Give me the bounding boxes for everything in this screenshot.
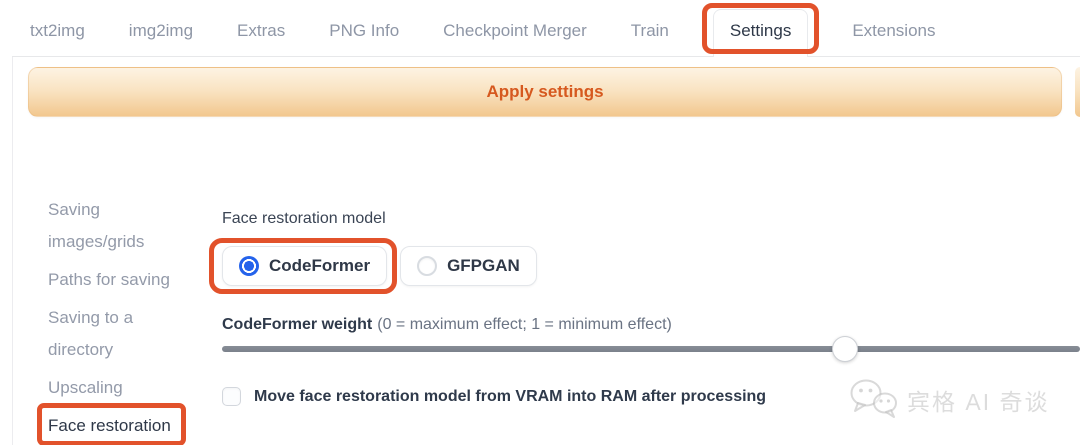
sidebar-item-upscaling[interactable]: Upscaling — [48, 378, 123, 397]
tab-checkpoint-merger[interactable]: Checkpoint Merger — [443, 21, 587, 40]
panel-left-border — [12, 57, 13, 445]
vram-checkbox[interactable] — [222, 387, 241, 406]
sidebar-item-paths-for-saving[interactable]: Paths for saving — [48, 270, 170, 289]
codeformer-weight-label: CodeFormer weight(0 = maximum effect; 1 … — [222, 316, 672, 334]
partial-button-right-edge — [1075, 67, 1080, 117]
watermark-text: 宾格 AI 奇谈 — [907, 389, 1050, 415]
wechat-icon — [850, 379, 897, 418]
radio-option-codeformer[interactable]: CodeFormer — [209, 238, 398, 294]
tab-png-info[interactable]: PNG Info — [329, 21, 400, 40]
radio-unselected-icon[interactable] — [417, 256, 438, 276]
sidebar-item-face-restoration[interactable]: Face restoration — [37, 403, 186, 445]
codeformer-weight-label-main: CodeFormer weight — [222, 316, 373, 333]
watermark: 宾格 AI 奇谈 — [848, 378, 1050, 422]
tab-extras[interactable]: Extras — [237, 21, 286, 40]
apply-settings-button[interactable]: Apply settings — [28, 67, 1062, 117]
apply-settings-label: Apply settings — [486, 82, 604, 101]
codeformer-weight-slider[interactable] — [222, 336, 1080, 362]
face-restoration-model-radio-group: CodeFormer GFPGAN — [209, 238, 537, 294]
codeformer-weight-label-hint: (0 = maximum effect; 1 = minimum effect) — [377, 316, 672, 333]
settings-section-sidebar: Saving images/grids Paths for saving Sav… — [37, 194, 188, 445]
sidebar-item-saving-images-grids[interactable]: Saving images/grids — [48, 200, 145, 251]
tab-img2img[interactable]: img2img — [128, 21, 194, 40]
vram-checkbox-label: Move face restoration model from VRAM in… — [254, 387, 767, 405]
sidebar-item-saving-to-a-directory[interactable]: Saving to a directory — [48, 308, 134, 359]
tab-txt2img[interactable]: txt2img — [30, 21, 85, 40]
tab-settings-label: Settings — [729, 21, 792, 40]
radio-option-gfpgan[interactable]: GFPGAN — [400, 246, 537, 286]
radio-option-gfpgan-label: GFPGAN — [447, 256, 520, 275]
tabbar-divider — [12, 56, 1080, 57]
sidebar-item-face-restoration-label: Face restoration — [48, 416, 171, 435]
tab-settings[interactable]: Settings — [701, 3, 820, 57]
radio-selected-icon[interactable] — [239, 256, 259, 276]
tab-extensions[interactable]: Extensions — [852, 21, 936, 40]
slider-handle[interactable] — [831, 336, 858, 362]
vram-checkbox-row[interactable]: Move face restoration model from VRAM in… — [222, 387, 766, 406]
face-restoration-model-label: Face restoration model — [222, 210, 386, 227]
tab-train[interactable]: Train — [630, 21, 669, 40]
top-tab-bar: txt2img img2img Extras PNG Info Checkpoi… — [30, 0, 936, 57]
radio-option-codeformer-label: CodeFormer — [269, 256, 371, 275]
